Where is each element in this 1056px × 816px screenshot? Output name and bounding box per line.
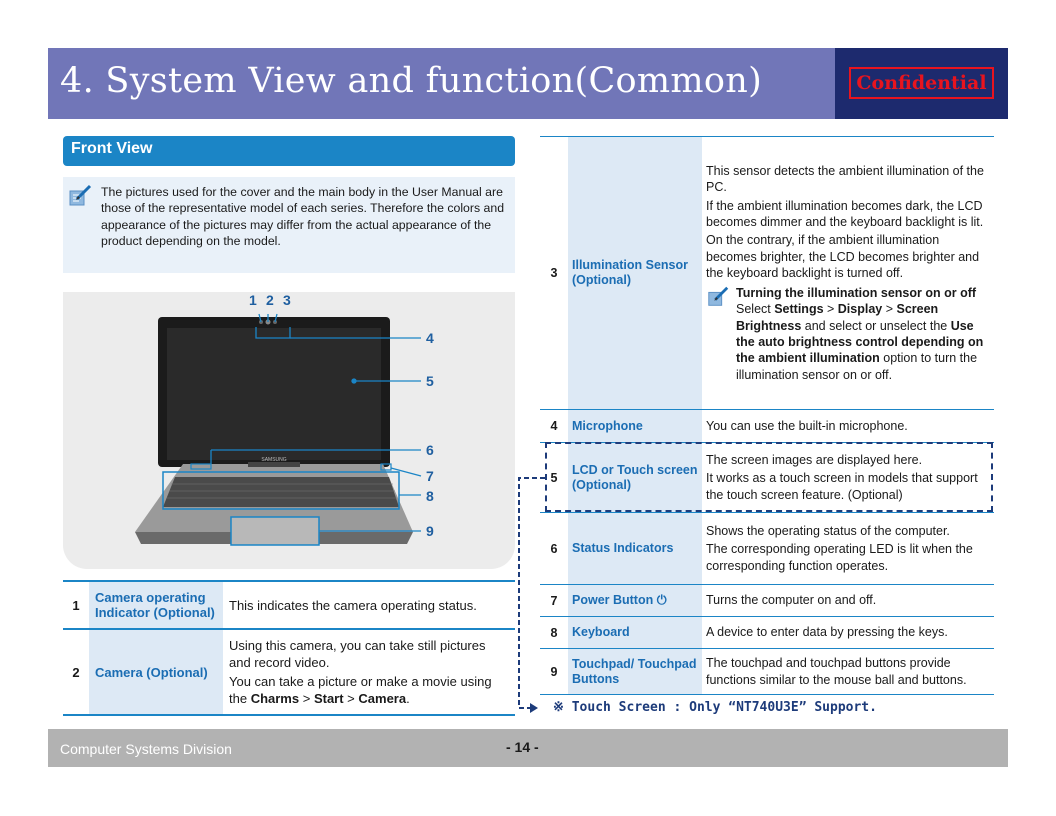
lcd-desc-1: The screen images are displayed here. xyxy=(706,452,923,467)
highlight-connector xyxy=(518,477,545,713)
laptop-logo: SAMSUNG xyxy=(261,457,286,463)
page-number: - 14 - xyxy=(506,739,539,755)
status-desc-1: Shows the operating status of the comput… xyxy=(706,523,950,538)
row-label: Status Indicators xyxy=(568,512,702,585)
sensor-subnote-body: Select Settings > Display > Screen Brigh… xyxy=(736,302,984,382)
row-number: 8 xyxy=(550,625,558,640)
sensor-desc-2: If the ambient illumination becomes dark… xyxy=(706,198,984,230)
row-number: 4 xyxy=(550,419,558,433)
table-row: 5 LCD or Touch screen (Optional) The scr… xyxy=(540,442,994,513)
row-label: Keyboard xyxy=(568,616,702,649)
callout-3: 3 xyxy=(283,292,291,308)
front-view-heading: Front View xyxy=(63,136,515,166)
row-label: LCD or Touch screen (Optional) xyxy=(568,442,702,513)
row-description: Shows the operating status of the comput… xyxy=(702,513,994,585)
touch-screen-highlight xyxy=(545,442,993,512)
row-number: 6 xyxy=(550,541,558,556)
row-number: 9 xyxy=(550,664,558,679)
callout-6: 6 xyxy=(426,442,434,458)
front-view-heading-text: Front View xyxy=(71,140,153,157)
table-row: 4 Microphone You can use the built-in mi… xyxy=(540,409,994,443)
note-text: The pictures used for the cover and the … xyxy=(101,185,505,248)
page-title: 4. System View and function(Common) xyxy=(60,61,763,101)
footer: Computer Systems Division - 14 - xyxy=(48,729,1008,767)
row-label: Camera operating Indicator (Optional) xyxy=(89,581,223,629)
sensor-subnote-title: Turning the illumination sensor on or of… xyxy=(736,285,977,300)
note-pencil-icon xyxy=(69,184,92,206)
row-number: 2 xyxy=(72,664,80,680)
row-description: The screen images are displayed here. It… xyxy=(702,443,994,513)
table-row: 2 Camera (Optional) Using this camera, y… xyxy=(63,629,515,715)
table-row: 1 Camera operating Indicator (Optional) … xyxy=(63,581,515,629)
callout-9: 9 xyxy=(426,523,434,539)
row-description: This indicates the camera operating stat… xyxy=(229,597,477,613)
table-row: 9 Touchpad/ Touchpad Buttons The touchpa… xyxy=(540,648,994,695)
confidential-stamp: Confidential xyxy=(849,67,994,99)
callout-4: 4 xyxy=(426,330,434,346)
row-label: Touchpad/ Touchpad Buttons xyxy=(568,648,702,695)
callout-2: 2 xyxy=(266,292,274,308)
sensor-desc-1: This sensor detects the ambient illumina… xyxy=(706,163,984,195)
row-label: Microphone xyxy=(568,409,702,443)
row-description: You can use the built-in microphone. xyxy=(706,418,908,433)
sensor-subnote: Turning the illumination sensor on or of… xyxy=(708,285,990,383)
callout-1: 1 xyxy=(249,292,257,308)
table-row: 3 Illumination Sensor (Optional) This se… xyxy=(540,136,994,410)
row-label: Camera (Optional) xyxy=(89,629,223,715)
note-pencil-icon xyxy=(708,286,729,306)
row-description: Using this camera, you can take still pi… xyxy=(223,629,515,715)
touch-screen-note: ※ Touch Screen : Only “NT740U3E” Support… xyxy=(553,700,877,715)
table-row: 8 Keyboard A device to enter data by pre… xyxy=(540,616,994,649)
callout-7: 7 xyxy=(426,468,434,484)
power-icon: ⏻ xyxy=(656,593,667,607)
camera-desc-1: Using this camera, you can take still pi… xyxy=(229,638,486,670)
laptop-illustration: SAMSUNG xyxy=(135,313,422,546)
row-number: 5 xyxy=(550,470,558,485)
status-desc-2: The corresponding operating LED is lit w… xyxy=(706,542,973,573)
row-number: 1 xyxy=(72,597,80,613)
component-table-left: 1 Camera operating Indicator (Optional) … xyxy=(63,580,515,716)
table-row: 7 Power Button ⏻ Turns the computer on a… xyxy=(540,584,994,617)
laptop-image: SAMSUNG 1 2 3 4 5 xyxy=(63,292,515,569)
table-row: 6 Status Indicators Shows the operating … xyxy=(540,512,994,585)
component-table-right: 3 Illumination Sensor (Optional) This se… xyxy=(540,136,994,695)
sensor-desc-3: On the contrary, if the ambient illumina… xyxy=(706,233,980,281)
confidential-bar: Confidential xyxy=(835,48,1008,119)
note-box: The pictures used for the cover and the … xyxy=(63,177,515,273)
row-description: A device to enter data by pressing the k… xyxy=(706,625,948,640)
row-description: This sensor detects the ambient illumina… xyxy=(702,137,994,410)
laptop-touchpad xyxy=(230,516,320,546)
row-label: Power Button ⏻ xyxy=(568,584,702,617)
lcd-desc-2: It works as a touch screen in models tha… xyxy=(706,471,978,502)
laptop-keyboard xyxy=(163,477,399,507)
title-bar: 4. System View and function(Common) xyxy=(48,48,835,119)
camera-desc-2: You can take a picture or make a movie u… xyxy=(229,674,492,706)
row-number: 3 xyxy=(550,266,558,280)
row-label: Illumination Sensor (Optional) xyxy=(568,136,702,410)
footer-division: Computer Systems Division xyxy=(60,741,232,757)
callout-5: 5 xyxy=(426,373,434,389)
row-description: The touchpad and touchpad buttons provid… xyxy=(706,656,967,687)
row-description: Turns the computer on and off. xyxy=(706,593,877,608)
row-number: 7 xyxy=(550,593,558,608)
callout-8: 8 xyxy=(426,488,434,504)
